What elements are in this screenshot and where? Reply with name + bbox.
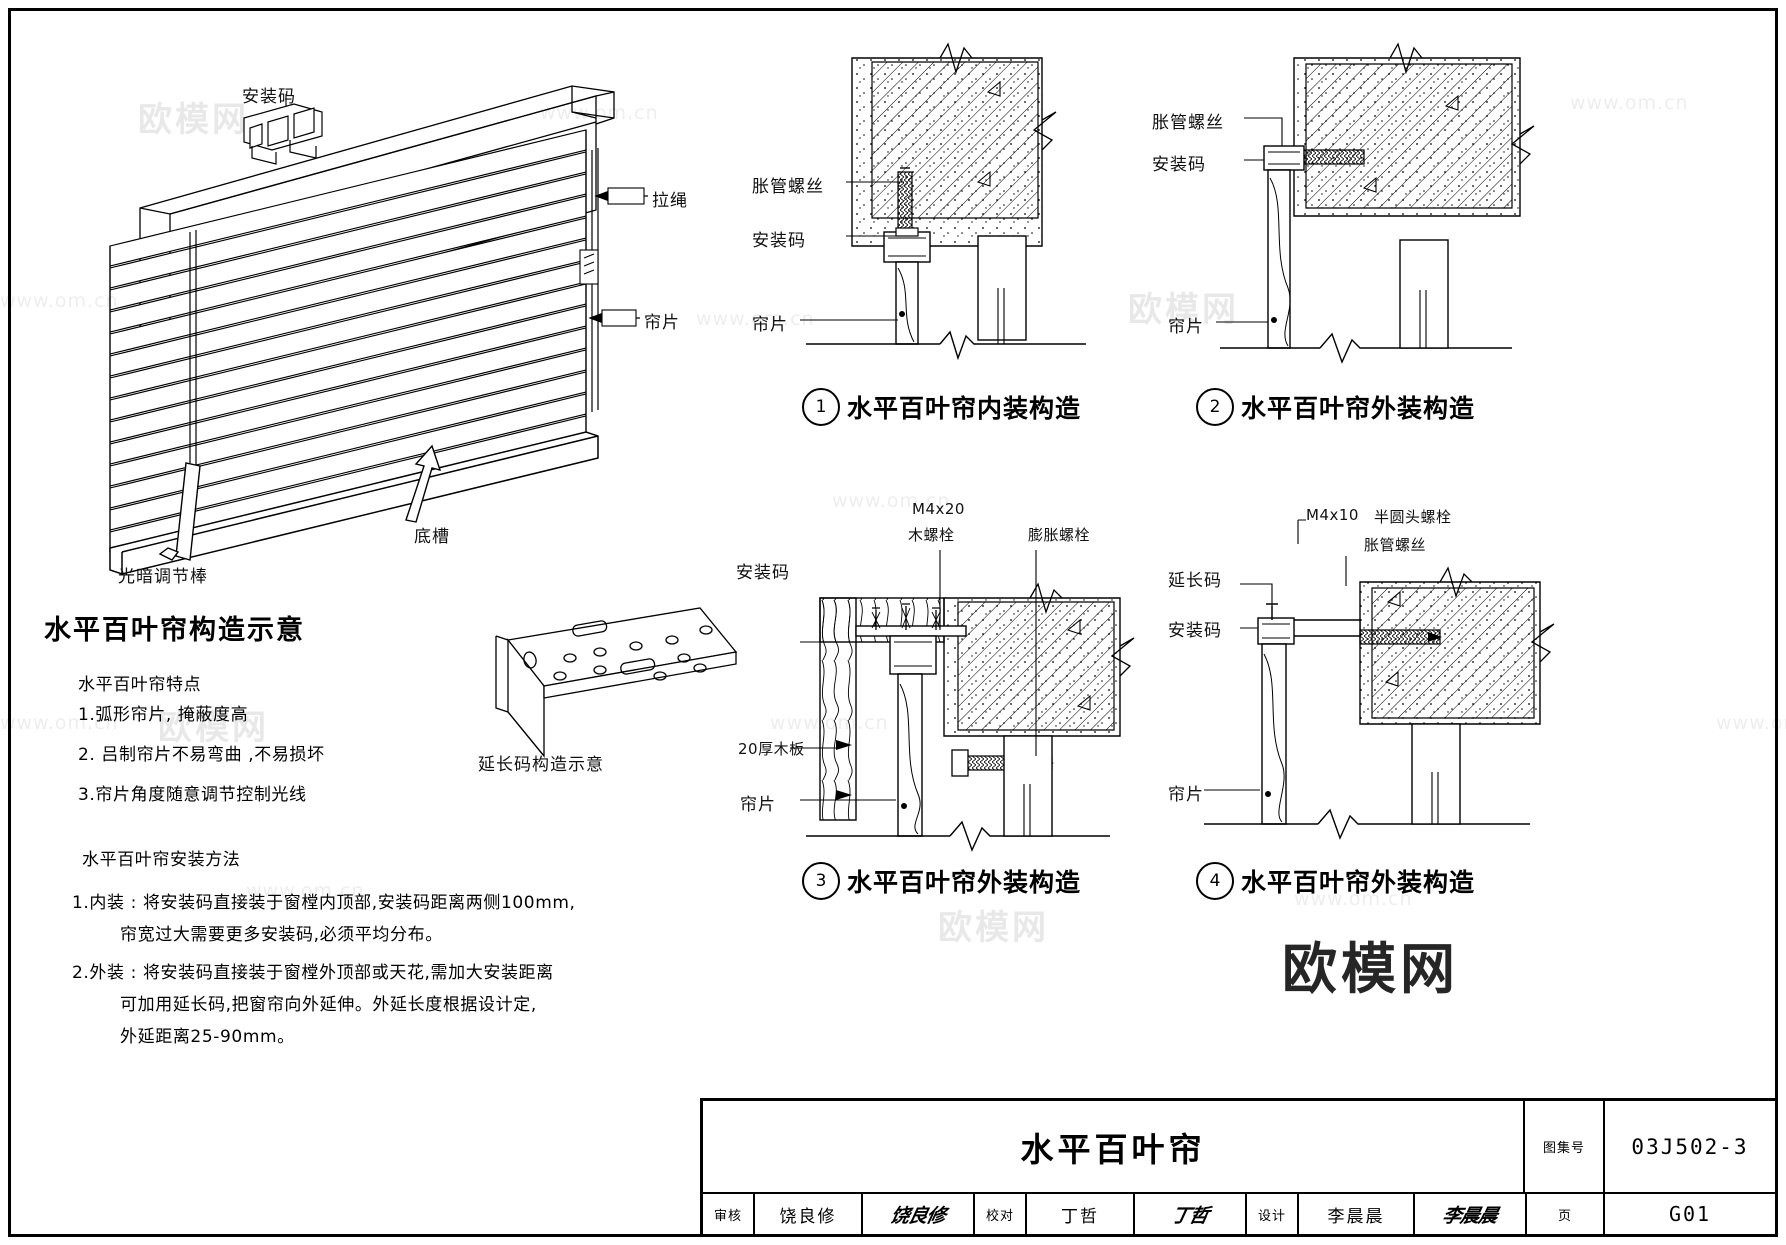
callout-pull-cord: 拉绳 — [652, 191, 688, 211]
role-design: 设计 — [1247, 1194, 1299, 1234]
detail-title-1: 水平百叶帘内装构造 — [847, 394, 1082, 423]
title-block-lower: 审核 饶良修 饶良修 校对 丁哲 丁哲 设计 李晨晨 李晨晨 页 G01 — [703, 1192, 1775, 1234]
install-item-1a: 1.内装 : 将安装码直接装于窗樘内顶部,安装码距离两侧100mm, — [72, 893, 576, 913]
callout-mount-bracket: 安装码 — [242, 87, 296, 107]
title-block-upper: 水平百叶帘 图集号 03J502-3 — [703, 1101, 1775, 1192]
install-heading: 水平百叶帘安装方法 — [82, 850, 241, 870]
detail2-label-mount-bracket: 安装码 — [1152, 155, 1206, 175]
isometric-section-title: 水平百叶帘构造示意 — [44, 615, 305, 646]
feature-item-3: 3.帘片角度随意调节控制光线 — [78, 785, 307, 805]
install-item-2a: 2.外装 : 将安装码直接装于窗樘外顶部或天花,需加大安装距离 — [72, 963, 554, 983]
name-review: 饶良修 — [755, 1194, 863, 1234]
name-design: 李晨晨 — [1299, 1194, 1415, 1234]
detail4-label-m4x10: M4x10 — [1306, 506, 1359, 524]
install-item-2b: 可加用延长码,把窗帘向外延伸。外延长度根据设计定, — [72, 995, 537, 1015]
role-review: 审核 — [703, 1194, 755, 1234]
callout-bottom-rail: 底槽 — [414, 527, 450, 547]
detail4-label-round-head-bolt: 半圆头螺栓 — [1374, 508, 1452, 526]
atlas-key: 图集号 — [1525, 1101, 1605, 1192]
page-value: G01 — [1668, 1202, 1712, 1226]
callout-slat: 帘片 — [644, 313, 680, 333]
detail4-label-mount-bracket: 安装码 — [1168, 621, 1222, 641]
sheet-title-cell: 水平百叶帘 — [703, 1101, 1525, 1192]
sheet-title: 水平百叶帘 — [1020, 1129, 1206, 1169]
extension-bracket-caption: 延长码构造示意 — [478, 755, 604, 775]
detail-number-2: 2 — [1196, 388, 1234, 426]
signature-proofread: 丁哲 — [1135, 1194, 1247, 1234]
signature-design: 李晨晨 — [1415, 1194, 1527, 1234]
install-item-1b: 帘宽过大需要更多安装码,必须平均分布。 — [72, 925, 443, 945]
detail-number-4: 4 — [1196, 862, 1234, 900]
detail3-label-expansion-bolt: 膨胀螺栓 — [1028, 526, 1091, 544]
detail1-label-mount-bracket: 安装码 — [752, 231, 806, 251]
detail3-label-wood-screw: 木螺栓 — [908, 526, 955, 544]
detail1-label-expansion-screw: 胀管螺丝 — [752, 177, 824, 197]
detail4-label-extension-bracket: 延长码 — [1168, 571, 1222, 591]
callout-tilt-wand: 光暗调节棒 — [118, 567, 208, 587]
title-block: 水平百叶帘 图集号 03J502-3 审核 饶良修 饶良修 校对 丁哲 丁哲 设… — [700, 1098, 1778, 1237]
feature-item-1: 1.弧形帘片, 掩蔽度高 — [78, 705, 249, 725]
features-heading: 水平百叶帘特点 — [78, 675, 202, 695]
detail-caption-3: 3 水平百叶帘外装构造 — [802, 862, 1081, 900]
atlas-value: 03J502-3 — [1631, 1134, 1749, 1159]
page-key: 页 — [1527, 1194, 1605, 1234]
install-item-2c: 外延距离25-90mm。 — [72, 1027, 295, 1047]
detail3-label-slat: 帘片 — [740, 795, 776, 815]
detail4-label-expansion-screw: 胀管螺丝 — [1364, 536, 1427, 554]
detail-title-2: 水平百叶帘外装构造 — [1241, 394, 1476, 423]
detail-caption-1: 1 水平百叶帘内装构造 — [802, 388, 1081, 426]
detail-caption-4: 4 水平百叶帘外装构造 — [1196, 862, 1475, 900]
detail1-label-slat: 帘片 — [752, 315, 788, 335]
detail-title-4: 水平百叶帘外装构造 — [1241, 868, 1476, 897]
detail-number-1: 1 — [802, 388, 840, 426]
detail2-label-slat: 帘片 — [1168, 317, 1204, 337]
feature-item-2: 2. 吕制帘片不易弯曲 ,不易损坏 — [78, 745, 325, 765]
detail-caption-2: 2 水平百叶帘外装构造 — [1196, 388, 1475, 426]
detail3-label-m4x20: M4x20 — [912, 500, 965, 518]
role-proofread: 校对 — [975, 1194, 1027, 1234]
signature-review: 饶良修 — [863, 1194, 975, 1234]
detail-title-3: 水平百叶帘外装构造 — [847, 868, 1082, 897]
detail2-label-expansion-screw: 胀管螺丝 — [1152, 113, 1224, 133]
name-proofread: 丁哲 — [1027, 1194, 1135, 1234]
detail-number-3: 3 — [802, 862, 840, 900]
detail3-label-mount-bracket: 安装码 — [736, 563, 790, 583]
detail3-label-wood-board: 20厚木板 — [738, 740, 805, 758]
detail4-label-slat: 帘片 — [1168, 785, 1204, 805]
